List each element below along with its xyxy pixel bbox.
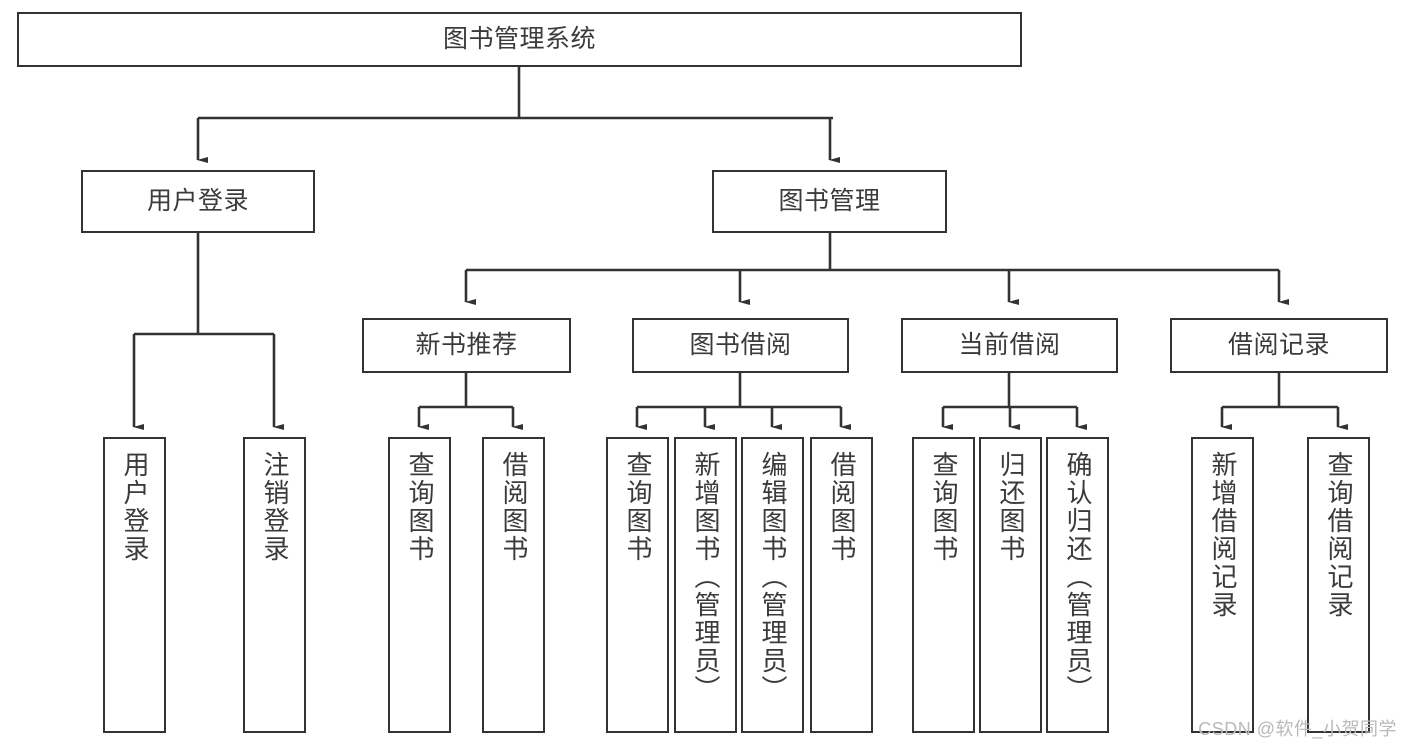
node-label: 查询图书 [405, 451, 436, 563]
leaf-query-book-current[interactable]: 查询图书 [912, 437, 975, 733]
leaf-logout-login[interactable]: 注销登录 [243, 437, 306, 733]
node-label: 新增图书（管理员） [691, 451, 722, 703]
leaf-query-borrow-record[interactable]: 查询借阅记录 [1307, 437, 1370, 733]
node-label: 查询图书 [929, 451, 960, 563]
node-borrow-record[interactable]: 借阅记录 [1170, 318, 1388, 373]
node-label: 借阅记录 [1227, 330, 1330, 359]
node-label: 确认归还（管理员） [1063, 451, 1094, 703]
node-label: 借阅图书 [827, 451, 858, 563]
node-label: 新增借阅记录 [1208, 451, 1239, 619]
node-label: 当前借阅 [958, 330, 1061, 359]
node-label: 查询图书 [623, 451, 654, 563]
node-label: 图书管理系统 [442, 24, 596, 53]
leaf-borrow-book-recommend[interactable]: 借阅图书 [482, 437, 545, 733]
leaf-query-book-recommend[interactable]: 查询图书 [388, 437, 451, 733]
node-label: 图书借阅 [689, 330, 792, 359]
node-label: 用户登录 [120, 451, 151, 563]
node-label: 新书推荐 [415, 330, 518, 359]
leaf-query-book-borrow[interactable]: 查询图书 [606, 437, 669, 733]
node-label: 注销登录 [260, 451, 291, 563]
leaf-return-book[interactable]: 归还图书 [979, 437, 1042, 733]
node-user-login[interactable]: 用户登录 [81, 170, 315, 233]
node-label: 归还图书 [996, 451, 1027, 563]
node-label: 用户登录 [146, 186, 249, 215]
node-root-book-management-system[interactable]: 图书管理系统 [17, 12, 1022, 67]
leaf-user-login[interactable]: 用户登录 [103, 437, 166, 733]
node-label: 图书管理 [778, 186, 881, 215]
leaf-add-borrow-record[interactable]: 新增借阅记录 [1191, 437, 1254, 733]
leaf-confirm-return-admin[interactable]: 确认归还（管理员） [1046, 437, 1109, 733]
leaf-edit-book-admin[interactable]: 编辑图书（管理员） [741, 437, 804, 733]
node-label: 借阅图书 [499, 451, 530, 563]
node-label: 编辑图书（管理员） [758, 451, 789, 703]
node-new-book-recommend[interactable]: 新书推荐 [362, 318, 571, 373]
node-label: 查询借阅记录 [1324, 451, 1355, 619]
node-book-borrow[interactable]: 图书借阅 [632, 318, 849, 373]
leaf-add-book-admin[interactable]: 新增图书（管理员） [674, 437, 737, 733]
watermark-text: CSDN @软件_小贺同学 [1198, 719, 1397, 739]
node-book-management[interactable]: 图书管理 [712, 170, 947, 233]
leaf-borrow-book[interactable]: 借阅图书 [810, 437, 873, 733]
node-current-borrow[interactable]: 当前借阅 [901, 318, 1118, 373]
